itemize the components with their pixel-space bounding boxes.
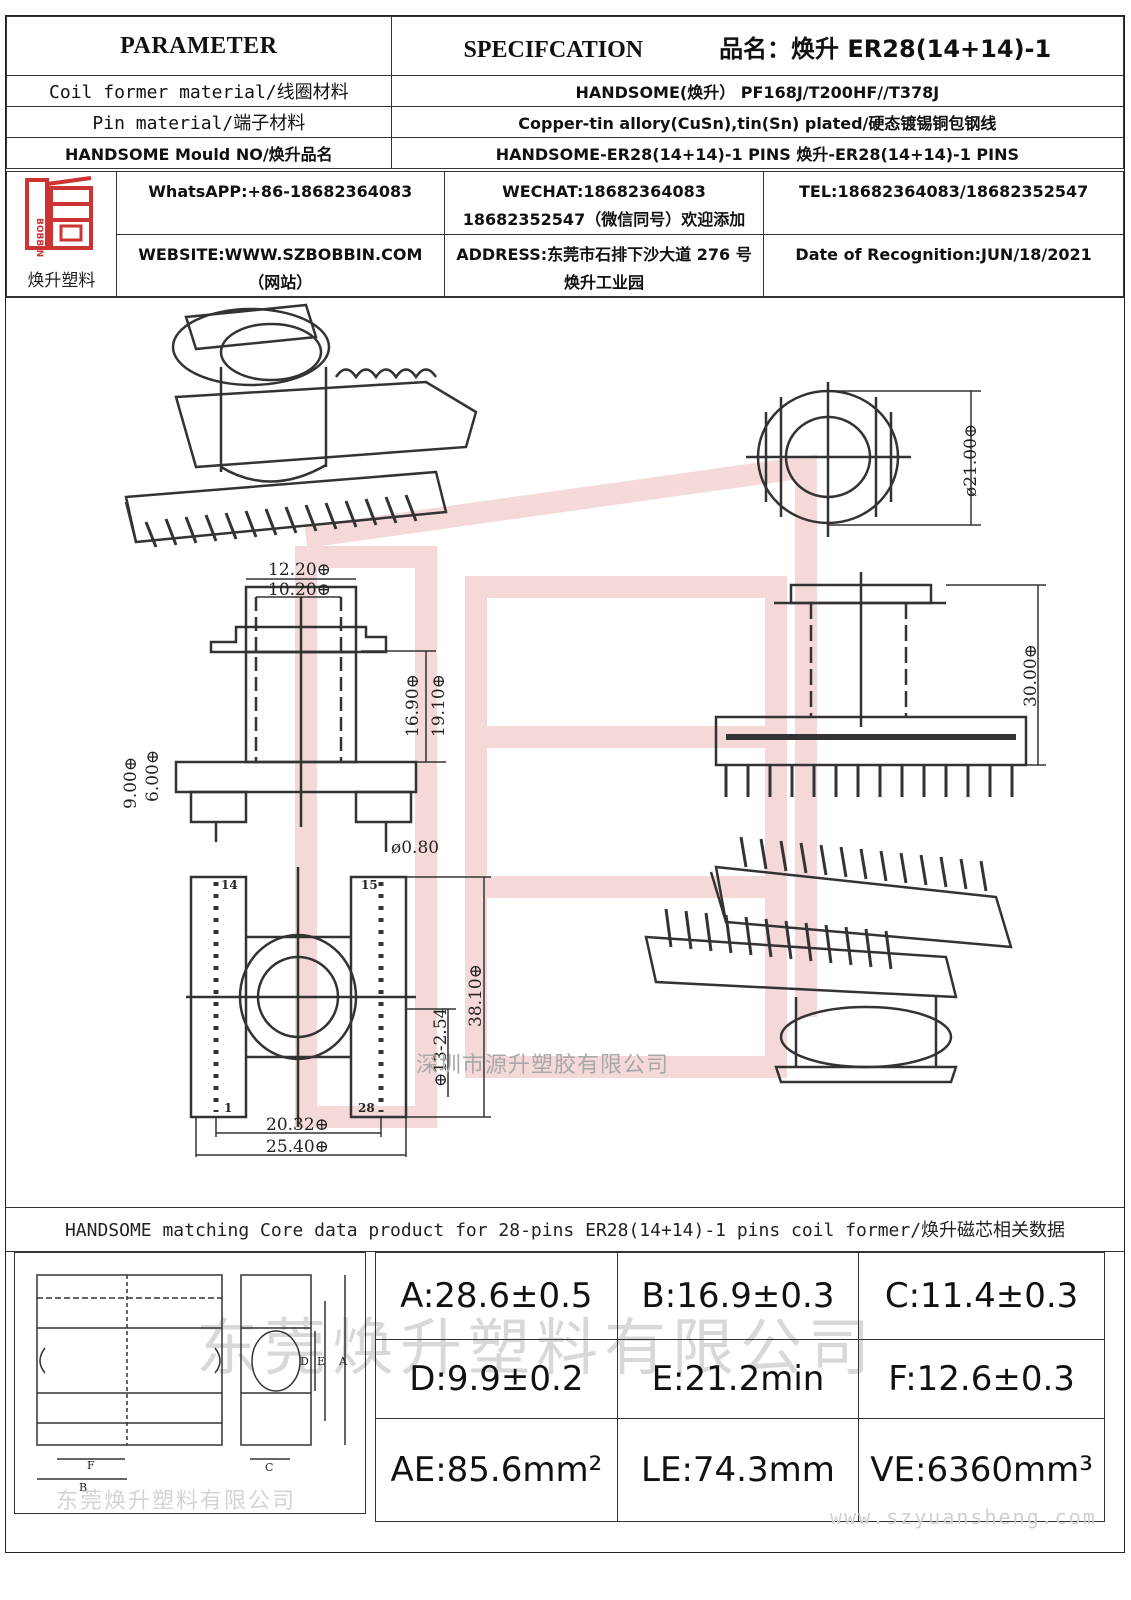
technical-drawing-area: ø21.00⊕ 12.20⊕ 10.20⊕ 16.90⊕ 19.10⊕ 9.00…: [6, 296, 1124, 1384]
pin-material-label: Pin material/端子材料: [6, 106, 392, 138]
wechat-line2: 18682352547（微信同号）欢迎添加: [462, 210, 746, 229]
wechat-line1: WECHAT:18682364083: [502, 182, 706, 201]
isometric-top-view: [124, 303, 478, 548]
core-label-e: E: [317, 1355, 325, 1368]
pin-label-15: 15: [361, 878, 378, 892]
core-label-d: D: [300, 1355, 309, 1368]
product-name: 品名：焕升 ER28(14+14)-1: [719, 34, 1052, 63]
core-diagram-canvas: D E A F B C: [36, 1274, 348, 1494]
core-value-d: D:9.9±0.2: [375, 1339, 618, 1419]
wechat: WECHAT:18682364083 18682352547（微信同号）欢迎添加: [443, 171, 765, 235]
svg-text:BOBBIN: BOBBIN: [34, 218, 44, 257]
specification-label: SPECIFCATION: [463, 36, 644, 63]
dim-length: 38.10⊕: [466, 964, 486, 1027]
whatsapp: WhatsAPP:+86-18682364083: [115, 171, 445, 235]
page-frame: [5, 15, 1125, 1553]
pin-label-1: 1: [224, 1101, 232, 1115]
dim-width-inner: 10.20⊕: [268, 580, 331, 600]
core-value-b: B:16.9±0.3: [616, 1252, 860, 1340]
pin-material-value: Copper-tin allory(CuSn),tin(Sn) plated/硬…: [390, 106, 1125, 138]
core-label-c: C: [265, 1461, 273, 1474]
dim-total-height: 30.00⊕: [1021, 644, 1041, 707]
logo-text: 焕升塑料: [27, 271, 96, 291]
dim-pin-pitch: ⊕13-2.54: [431, 1008, 451, 1087]
company-info-table: BOBBIN 焕升塑料 WhatsAPP:+86-18682364083 WEC…: [6, 171, 1124, 298]
pin-label-14: 14: [221, 878, 238, 892]
footer-url: www.szyuansheng.com: [830, 1505, 1097, 1529]
core-value-ve: VE:6360mm³: [858, 1418, 1105, 1522]
dim-overall-width: 25.40⊕: [266, 1137, 329, 1157]
core-value-a: A:28.6±0.5: [375, 1252, 618, 1340]
core-diagram: D E A F B C 东莞焕升塑料有限公司: [14, 1252, 366, 1514]
pin-label-28: 28: [358, 1101, 375, 1115]
dim-width-outer: 12.20⊕: [268, 560, 331, 580]
dim-base-6: 6.00⊕: [143, 750, 163, 802]
logo-watermark: [295, 454, 817, 1128]
dim-height-outer: 19.10⊕: [429, 674, 449, 737]
parameter-heading: PARAMETER: [6, 16, 392, 76]
core-value-ae: AE:85.6mm²: [375, 1418, 618, 1522]
dim-diameter: ø21.00⊕: [961, 424, 981, 497]
core-label-f: F: [87, 1459, 95, 1472]
watermark-small: 深圳市源升塑胶有限公司: [416, 1053, 670, 1078]
core-data-title: HANDSOME matching Core data product for …: [6, 1207, 1124, 1252]
company-logo: BOBBIN 焕升塑料: [6, 171, 117, 298]
mould-no-label: HANDSOME Mould NO/焕升品名: [6, 137, 392, 169]
core-value-le: LE:74.3mm: [616, 1418, 860, 1522]
recognition-date: Date of Recognition:JUN/18/2021: [763, 234, 1124, 298]
core-watermark: 东莞焕升塑料有限公司: [56, 1489, 297, 1514]
bottom-view: [186, 867, 491, 1157]
core-data-title-text: HANDSOME matching Core data product for …: [64, 1220, 1066, 1241]
core-label-b: B: [79, 1481, 87, 1494]
dim-pin-row-width: 20.32⊕: [266, 1115, 329, 1135]
front-view: [174, 578, 446, 852]
dim-pin-diameter: ø0.80: [391, 838, 439, 858]
dim-base-9: 9.00⊕: [121, 757, 141, 809]
parameter-table: PARAMETER SPECIFCATION 品名：焕升 ER28(14+14)…: [6, 16, 1125, 169]
address: ADDRESS:东莞市石排下沙大道 276 号焕升工业园: [443, 234, 765, 298]
telephone: TEL:18682364083/18682352547: [763, 171, 1124, 235]
isometric-bottom-view: [644, 836, 1013, 1084]
mould-no-value: HANDSOME-ER28(14+14)-1 PINS 焕升-ER28(14+1…: [390, 137, 1125, 169]
logo-icon: BOBBIN: [25, 176, 94, 257]
core-values-table: A:28.6±0.5 B:16.9±0.3 C:11.4±0.3 D:9.9±0…: [375, 1252, 1105, 1522]
drawing-canvas: ø21.00⊕ 12.20⊕ 10.20⊕ 16.90⊕ 19.10⊕ 9.00…: [121, 303, 1046, 1157]
core-value-e: E:21.2min: [616, 1339, 860, 1419]
specification-heading: SPECIFCATION 品名：焕升 ER28(14+14)-1: [390, 16, 1125, 76]
core-value-c: C:11.4±0.3: [858, 1252, 1105, 1340]
coil-material-label: Coil former material/线圈材料: [6, 75, 392, 107]
coil-material-value: HANDSOME(焕升） PF168J/T200HF//T378J: [390, 75, 1125, 107]
core-label-a: A: [338, 1355, 348, 1368]
dim-height-inner: 16.90⊕: [403, 674, 423, 737]
side-view: [714, 572, 1046, 797]
top-circle-view: [746, 382, 981, 537]
website: WEBSITE:WWW.SZBOBBIN.COM（网站）: [115, 234, 445, 298]
core-value-f: F:12.6±0.3: [858, 1339, 1105, 1419]
